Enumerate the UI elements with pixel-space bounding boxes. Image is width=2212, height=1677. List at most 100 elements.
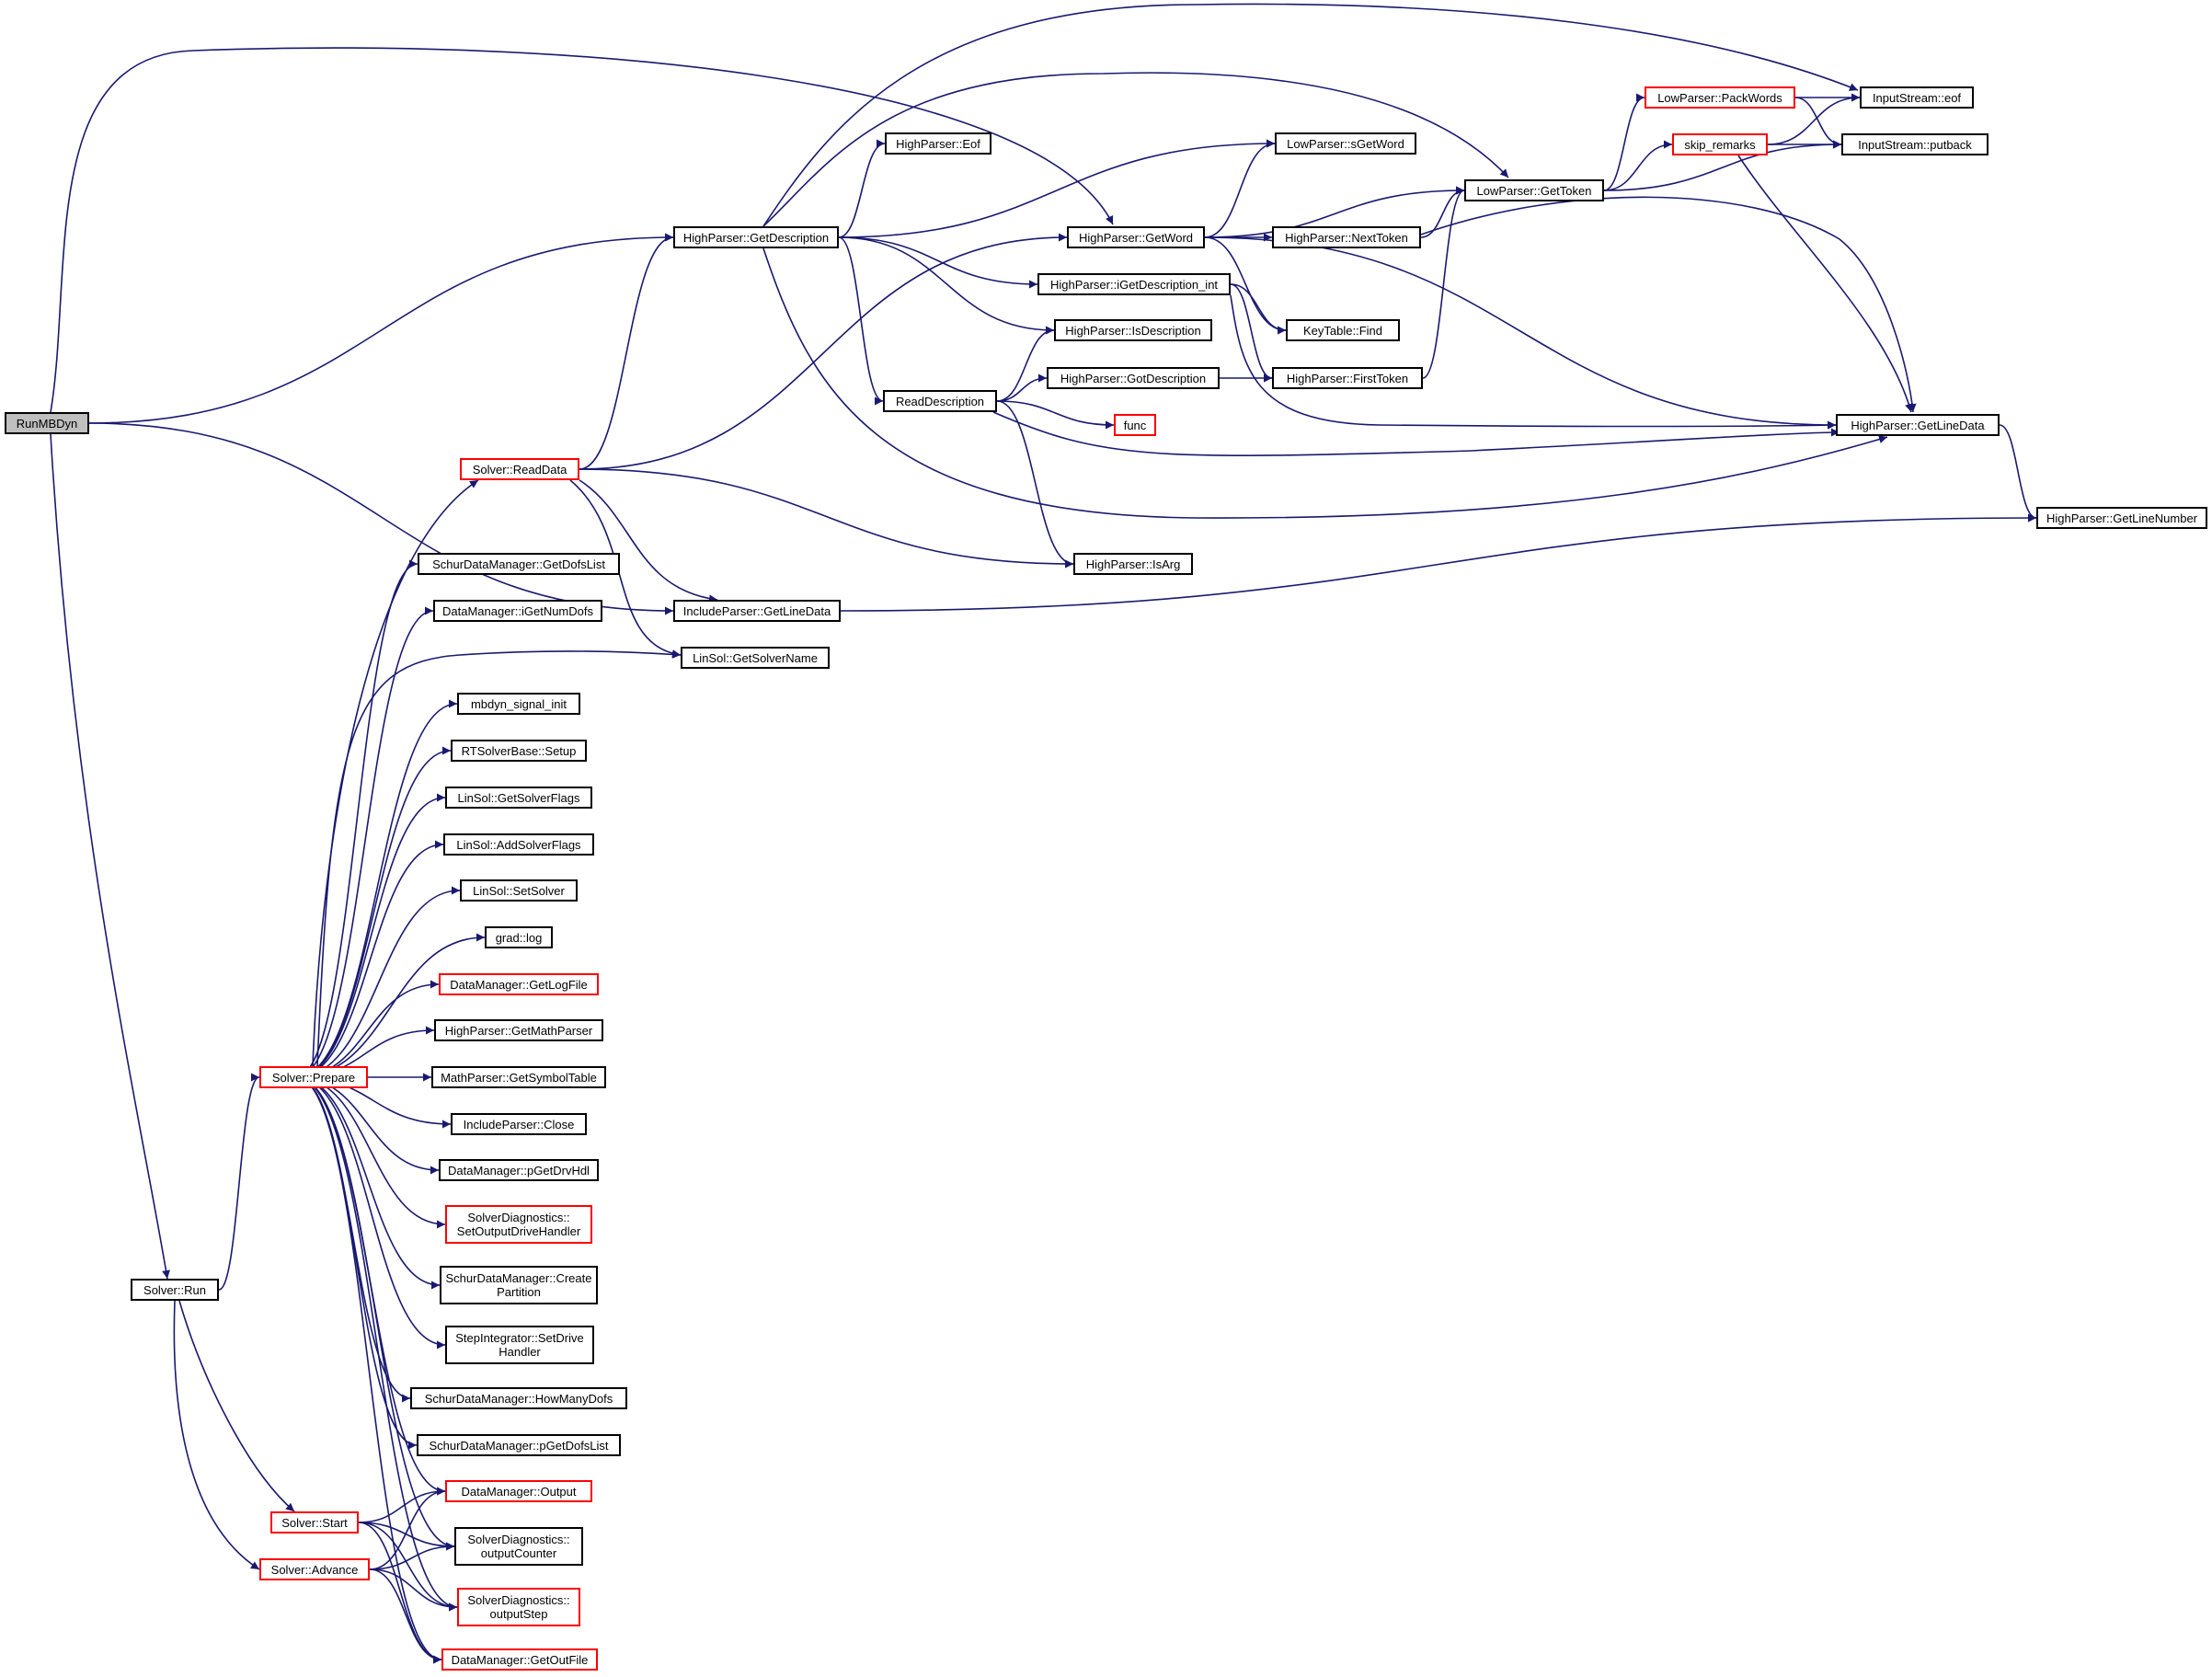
edge-solver-run-to-solver-prepare <box>218 1073 260 1291</box>
edge-lp-gettoken-to-lp-packwords <box>1603 93 1645 191</box>
node-readdescription[interactable]: ReadDescription <box>883 390 997 412</box>
node-hp-eof[interactable]: HighParser::Eof <box>885 132 991 155</box>
node-hp-isdescription[interactable]: HighParser::IsDescription <box>1054 319 1212 341</box>
edge-hp-getdescription-to-hp-igetdescription-int <box>838 236 1038 289</box>
edge-solver-prepare-to-linsol-addsolverflags <box>295 840 444 1078</box>
edge-runmbdyn-to-hp-getdescription <box>88 233 674 424</box>
edge-lp-gettoken-to-is-putback <box>1603 140 1842 191</box>
edge-hp-getdescription-to-is-eof <box>762 3 1859 227</box>
node-ip-getlinedata[interactable]: IncludeParser::GetLineData <box>673 600 841 622</box>
node-linsol-addsolverflags[interactable]: LinSol::AddSolverFlags <box>443 833 594 856</box>
node-solver-readdata[interactable]: Solver::ReadData <box>460 458 579 480</box>
node-hp-gotdescription[interactable]: HighParser::GotDescription <box>1047 367 1220 389</box>
node-hp-firsttoken[interactable]: HighParser::FirstToken <box>1272 367 1423 389</box>
node-runmbdyn: RunMBDyn <box>5 412 89 434</box>
edge-runmbdyn-to-ip-getlinedata <box>88 422 674 615</box>
node-hp-igetdescription-int[interactable]: HighParser::iGetDescription_int <box>1037 273 1231 295</box>
edge-hp-firsttoken-to-lp-gettoken <box>1422 186 1465 379</box>
node-hp-getdescription[interactable]: HighParser::GetDescription <box>673 226 839 248</box>
edge-solver-prepare-to-linsol-getsolvername <box>316 649 682 1067</box>
node-dm-pgetdrvhdl[interactable]: DataManager::pGetDrvHdl <box>439 1159 599 1181</box>
edge-solver-readdata-to-ip-getlinedata <box>579 479 718 603</box>
edge-solver-prepare-to-sdm-createpartition <box>295 1076 441 1290</box>
edge-hp-getdescription-to-lp-gettoken <box>762 72 1509 227</box>
edge-solver-readdata-to-hp-isarg <box>579 468 1074 569</box>
node-sd-outputcounter[interactable]: SolverDiagnostics:: outputCounter <box>454 1527 583 1566</box>
node-dm-getoutfile[interactable]: DataManager::GetOutFile <box>441 1648 598 1671</box>
edge-readdescription-to-func <box>996 400 1115 430</box>
edge-solver-advance-to-dm-output <box>369 1487 446 1570</box>
edge-solver-start-to-dm-output <box>358 1487 446 1523</box>
edge-solver-prepare-to-sdm-pgetdofslist <box>295 1076 418 1450</box>
node-lp-sgetword[interactable]: LowParser::sGetWord <box>1275 132 1416 155</box>
edge-ip-getlinedata-to-hp-getlinenumber <box>840 513 2037 612</box>
edge-hp-igetdescription-int-to-hp-getlinedata <box>1230 294 1837 430</box>
node-hp-getword[interactable]: HighParser::GetWord <box>1067 226 1205 248</box>
edge-solver-run-to-solver-start <box>178 1300 295 1512</box>
node-grad-log[interactable]: grad::log <box>485 926 553 948</box>
edge-hp-getword-to-lp-gettoken <box>1204 186 1465 238</box>
node-si-setdrivehandler[interactable]: StepIntegrator::SetDrive Handler <box>445 1326 594 1364</box>
node-mbdyn-signal-init[interactable]: mbdyn_signal_init <box>457 693 580 715</box>
edge-solver-prepare-to-dm-getoutfile <box>295 1076 442 1664</box>
edge-solver-prepare-to-si-setdrivehandler <box>295 1076 446 1350</box>
edge-solver-readdata-to-hp-getdescription <box>579 233 674 470</box>
edge-skip-remarks-to-is-eof <box>1767 93 1861 145</box>
node-skip-remarks[interactable]: skip_remarks <box>1672 133 1768 155</box>
node-ip-close[interactable]: IncludeParser::Close <box>451 1113 587 1135</box>
node-solver-advance[interactable]: Solver::Advance <box>259 1558 370 1580</box>
edge-solver-advance-to-dm-getoutfile <box>369 1568 442 1664</box>
edge-hp-getlinedata-to-hp-getlinenumber <box>1999 424 2037 523</box>
node-sd-setoutputdrivehandler[interactable]: SolverDiagnostics:: SetOutputDriveHandle… <box>445 1205 592 1244</box>
node-sd-outputstep[interactable]: SolverDiagnostics:: outputStep <box>457 1588 580 1626</box>
edge-solver-prepare-to-mbdyn-signal-init <box>295 699 458 1078</box>
edge-solver-run-to-solver-advance <box>173 1300 260 1570</box>
node-solver-start[interactable]: Solver::Start <box>270 1511 359 1533</box>
edge-solver-prepare-to-grad-log <box>295 933 486 1078</box>
edge-hp-nexttoken-to-hp-getlinedata <box>1420 196 1917 413</box>
node-hp-isarg[interactable]: HighParser::IsArg <box>1073 553 1193 575</box>
edge-solver-prepare-to-sd-outputstep <box>295 1076 458 1612</box>
edge-readdescription-to-hp-getlinedata <box>992 411 1840 456</box>
node-mp-getsymboltable[interactable]: MathParser::GetSymbolTable <box>431 1066 606 1088</box>
node-linsol-getsolvername[interactable]: LinSol::GetSolverName <box>681 647 830 669</box>
edge-solver-advance-to-sd-outputcounter <box>369 1542 455 1570</box>
node-sdm-createpartition[interactable]: SchurDataManager::Create Partition <box>440 1266 598 1304</box>
edge-solver-prepare-to-linsol-getsolverflags <box>295 793 446 1078</box>
node-hp-getlinenumber[interactable]: HighParser::GetLineNumber <box>2036 507 2207 529</box>
edge-hp-getdescription-to-hp-eof <box>838 139 886 238</box>
edge-solver-readdata-to-linsol-getsolvername <box>569 479 682 659</box>
node-dm-output[interactable]: DataManager::Output <box>445 1480 592 1502</box>
node-sdm-getdofslist[interactable]: SchurDataManager::GetDofsList <box>418 553 620 575</box>
node-dm-igetnumdofs[interactable]: DataManager::iGetNumDofs <box>433 600 602 622</box>
node-solver-run[interactable]: Solver::Run <box>131 1279 219 1301</box>
node-hp-nexttoken[interactable]: HighParser::NextToken <box>1272 226 1421 248</box>
edge-runmbdyn-to-solver-run <box>50 433 170 1280</box>
node-hp-getlinedata[interactable]: HighParser::GetLineData <box>1836 414 2000 436</box>
edge-solver-prepare-to-dm-igetnumdofs <box>295 606 434 1078</box>
node-hp-getmathparser[interactable]: HighParser::GetMathParser <box>434 1019 603 1041</box>
node-is-eof[interactable]: InputStream::eof <box>1860 86 1974 109</box>
edge-hp-igetdescription-int-to-keytable-find <box>1230 283 1287 335</box>
graph-edges <box>50 3 2037 1664</box>
node-dm-getlogfile[interactable]: DataManager::GetLogFile <box>439 973 599 995</box>
node-solver-prepare[interactable]: Solver::Prepare <box>259 1066 368 1088</box>
node-linsol-getsolverflags[interactable]: LinSol::GetSolverFlags <box>445 787 592 809</box>
node-keytable-find[interactable]: KeyTable::Find <box>1286 319 1400 341</box>
node-is-putback[interactable]: InputStream::putback <box>1841 133 1989 155</box>
node-sdm-howmanydofs[interactable]: SchurDataManager::HowManyDofs <box>410 1387 627 1409</box>
edge-readdescription-to-hp-isarg <box>996 400 1074 569</box>
edge-solver-readdata-to-hp-getword <box>579 233 1068 470</box>
node-linsol-setsolver[interactable]: LinSol::SetSolver <box>460 879 578 902</box>
edge-solver-prepare-to-rtsolverbase-setup <box>295 746 452 1078</box>
node-lp-gettoken[interactable]: LowParser::GetToken <box>1464 179 1604 201</box>
node-sdm-pgetdofslist[interactable]: SchurDataManager::pGetDofsList <box>417 1434 621 1456</box>
node-lp-packwords[interactable]: LowParser::PackWords <box>1645 86 1795 109</box>
edge-solver-advance-to-sd-outputstep <box>369 1568 458 1612</box>
edge-solver-prepare-to-sd-outputcounter <box>295 1076 455 1551</box>
node-func[interactable]: func <box>1114 414 1156 436</box>
edge-hp-getdescription-to-lp-sgetword <box>838 139 1276 238</box>
edge-hp-getdescription-to-hp-getlinedata <box>762 247 1888 519</box>
edge-readdescription-to-hp-isdescription <box>996 326 1055 402</box>
node-rtsolverbase-setup[interactable]: RTSolverBase::Setup <box>451 740 587 762</box>
